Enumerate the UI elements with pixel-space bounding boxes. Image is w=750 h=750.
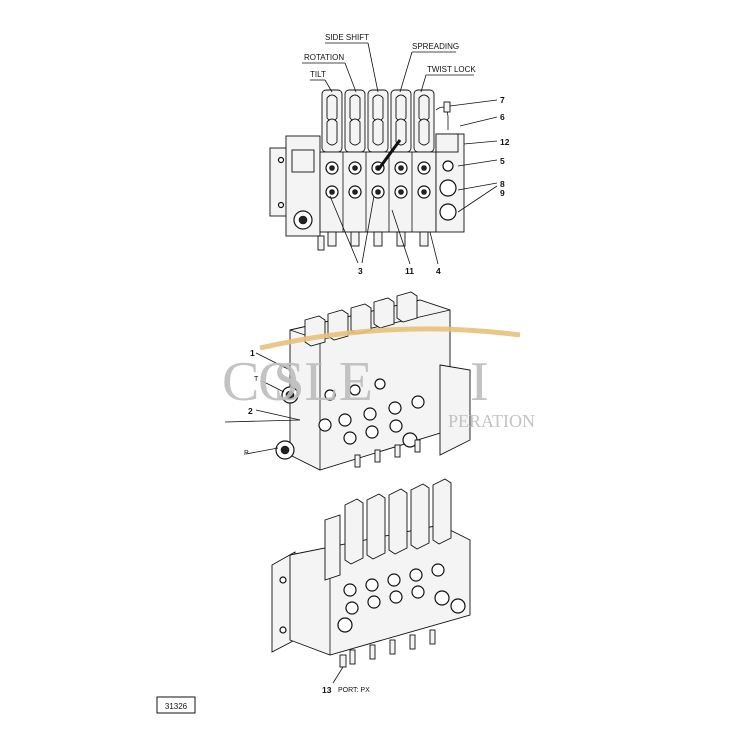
watermark: C SLE O I PERATION xyxy=(222,326,535,431)
callout-3: 3 xyxy=(358,266,363,276)
top-leaders xyxy=(302,42,498,265)
valve-middle-view xyxy=(275,291,471,471)
callout-p: P xyxy=(244,450,249,457)
figure-id: 31326 xyxy=(165,702,188,711)
callout-13-leader xyxy=(332,666,344,684)
label-rotation: ROTATION xyxy=(304,53,344,62)
watermark-subtitle: PERATION xyxy=(448,411,535,431)
callout-1: 1 xyxy=(250,348,255,358)
figure-id-box xyxy=(156,696,196,714)
watermark-brand-i: I xyxy=(470,351,489,413)
middle-leaders xyxy=(224,352,301,455)
watermark-brand-o: O xyxy=(258,351,298,413)
callout-4: 4 xyxy=(436,266,441,276)
callout-5: 5 xyxy=(500,156,505,166)
label-spreading: SPREADING xyxy=(412,42,459,51)
callout-9: 9 xyxy=(500,188,505,198)
ports-lower xyxy=(325,185,431,199)
watermark-brand: C SLE xyxy=(222,351,373,413)
iso-ports-rear xyxy=(337,563,466,633)
label-twist-lock: TWIST LOCK xyxy=(427,65,476,74)
callout-2: 2 xyxy=(248,406,253,416)
spool-ends xyxy=(327,231,429,247)
valve-bottom-view xyxy=(271,478,471,668)
iso-caps-rear xyxy=(324,478,452,581)
label-side-shift: SIDE SHIFT xyxy=(325,33,369,42)
watermark-swoosh xyxy=(259,326,521,351)
label-tilt: TILT xyxy=(310,70,326,79)
callout-8: 8 xyxy=(500,179,505,189)
callout-11: 11 xyxy=(405,266,414,276)
callout-t: T xyxy=(254,376,259,383)
valve-top-view xyxy=(269,89,465,251)
callout-12: 12 xyxy=(500,137,510,147)
callout-13-text: PORT: PX xyxy=(338,687,370,694)
iso-ports xyxy=(318,378,425,448)
callout-13: 13 xyxy=(322,685,332,695)
callout-6: 6 xyxy=(500,112,505,122)
callout-7: 7 xyxy=(500,95,505,105)
spool-caps xyxy=(321,89,435,153)
